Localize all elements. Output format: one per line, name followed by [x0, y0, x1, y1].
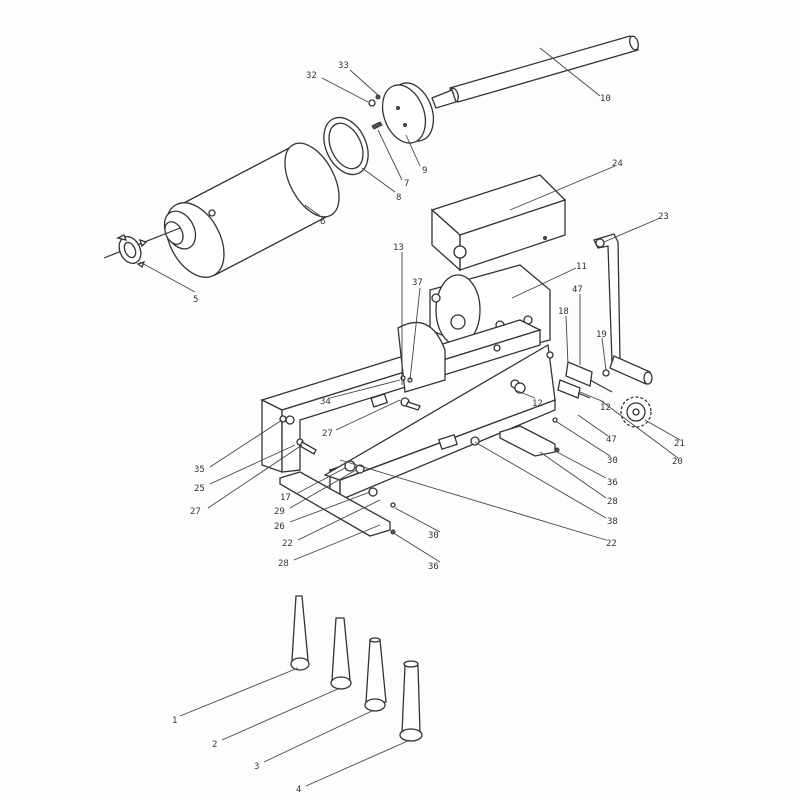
- cylinder: [163, 142, 340, 278]
- part-label: 21: [674, 439, 685, 449]
- part-label: 7: [404, 179, 409, 189]
- part-label: 19: [596, 330, 607, 340]
- part-label: 36: [607, 478, 618, 488]
- part-label: 33: [338, 61, 349, 71]
- part-label: 17: [280, 493, 291, 503]
- part-label: 38: [607, 517, 618, 527]
- leader-lines: [139, 47, 681, 787]
- part-label: 22: [606, 539, 617, 549]
- part-label: 6: [320, 217, 325, 227]
- part-label: 22: [282, 539, 293, 549]
- part-label: 3: [254, 762, 259, 772]
- gasket-ring: [323, 116, 369, 176]
- part-label: 27: [322, 429, 333, 439]
- part-label: 27: [190, 507, 201, 517]
- piston-disk: [381, 82, 435, 144]
- part-label: 4: [296, 785, 301, 795]
- part-label: 28: [278, 559, 289, 569]
- part-label: 12: [600, 403, 611, 413]
- part-label: 10: [600, 94, 611, 104]
- crank-handle: [593, 233, 653, 385]
- part-label: 2: [212, 740, 217, 750]
- part-label: 20: [672, 457, 683, 467]
- stuffing-tubes: [290, 595, 423, 742]
- part-label: 47: [606, 435, 617, 445]
- gear-cover: [430, 174, 567, 272]
- part-label: 37: [412, 278, 423, 288]
- part-label: 30: [607, 456, 618, 466]
- part-labels: 33 32 10 9 7 8 6 5 24 23 13 37 11 47 18 …: [172, 61, 685, 795]
- part-label: 25: [194, 484, 205, 494]
- part-label: 13: [393, 243, 404, 253]
- part-label: 26: [274, 522, 285, 532]
- part-label: 12: [532, 399, 543, 409]
- piston-rod: [431, 35, 639, 109]
- part-label: 35: [194, 465, 205, 475]
- part-label: 8: [396, 193, 401, 203]
- part-label: 47: [572, 285, 583, 295]
- frame: [260, 319, 557, 502]
- part-label: 34: [320, 397, 331, 407]
- part-label: 11: [576, 262, 587, 272]
- part-label: 30: [428, 531, 439, 541]
- part-label: 29: [274, 507, 285, 517]
- part-label: 18: [558, 307, 569, 317]
- part-label: 32: [306, 71, 317, 81]
- part-label: 28: [607, 497, 618, 507]
- part-label: 5: [193, 295, 198, 305]
- part-label: 23: [658, 212, 669, 222]
- part-label: 1: [172, 716, 177, 726]
- nozzle-nut: [103, 227, 181, 269]
- part-label: 9: [422, 166, 427, 176]
- part-label: 36: [428, 562, 439, 572]
- part-label: 24: [612, 159, 623, 169]
- screw-parts: [368, 94, 383, 130]
- drive-gears: [557, 361, 652, 428]
